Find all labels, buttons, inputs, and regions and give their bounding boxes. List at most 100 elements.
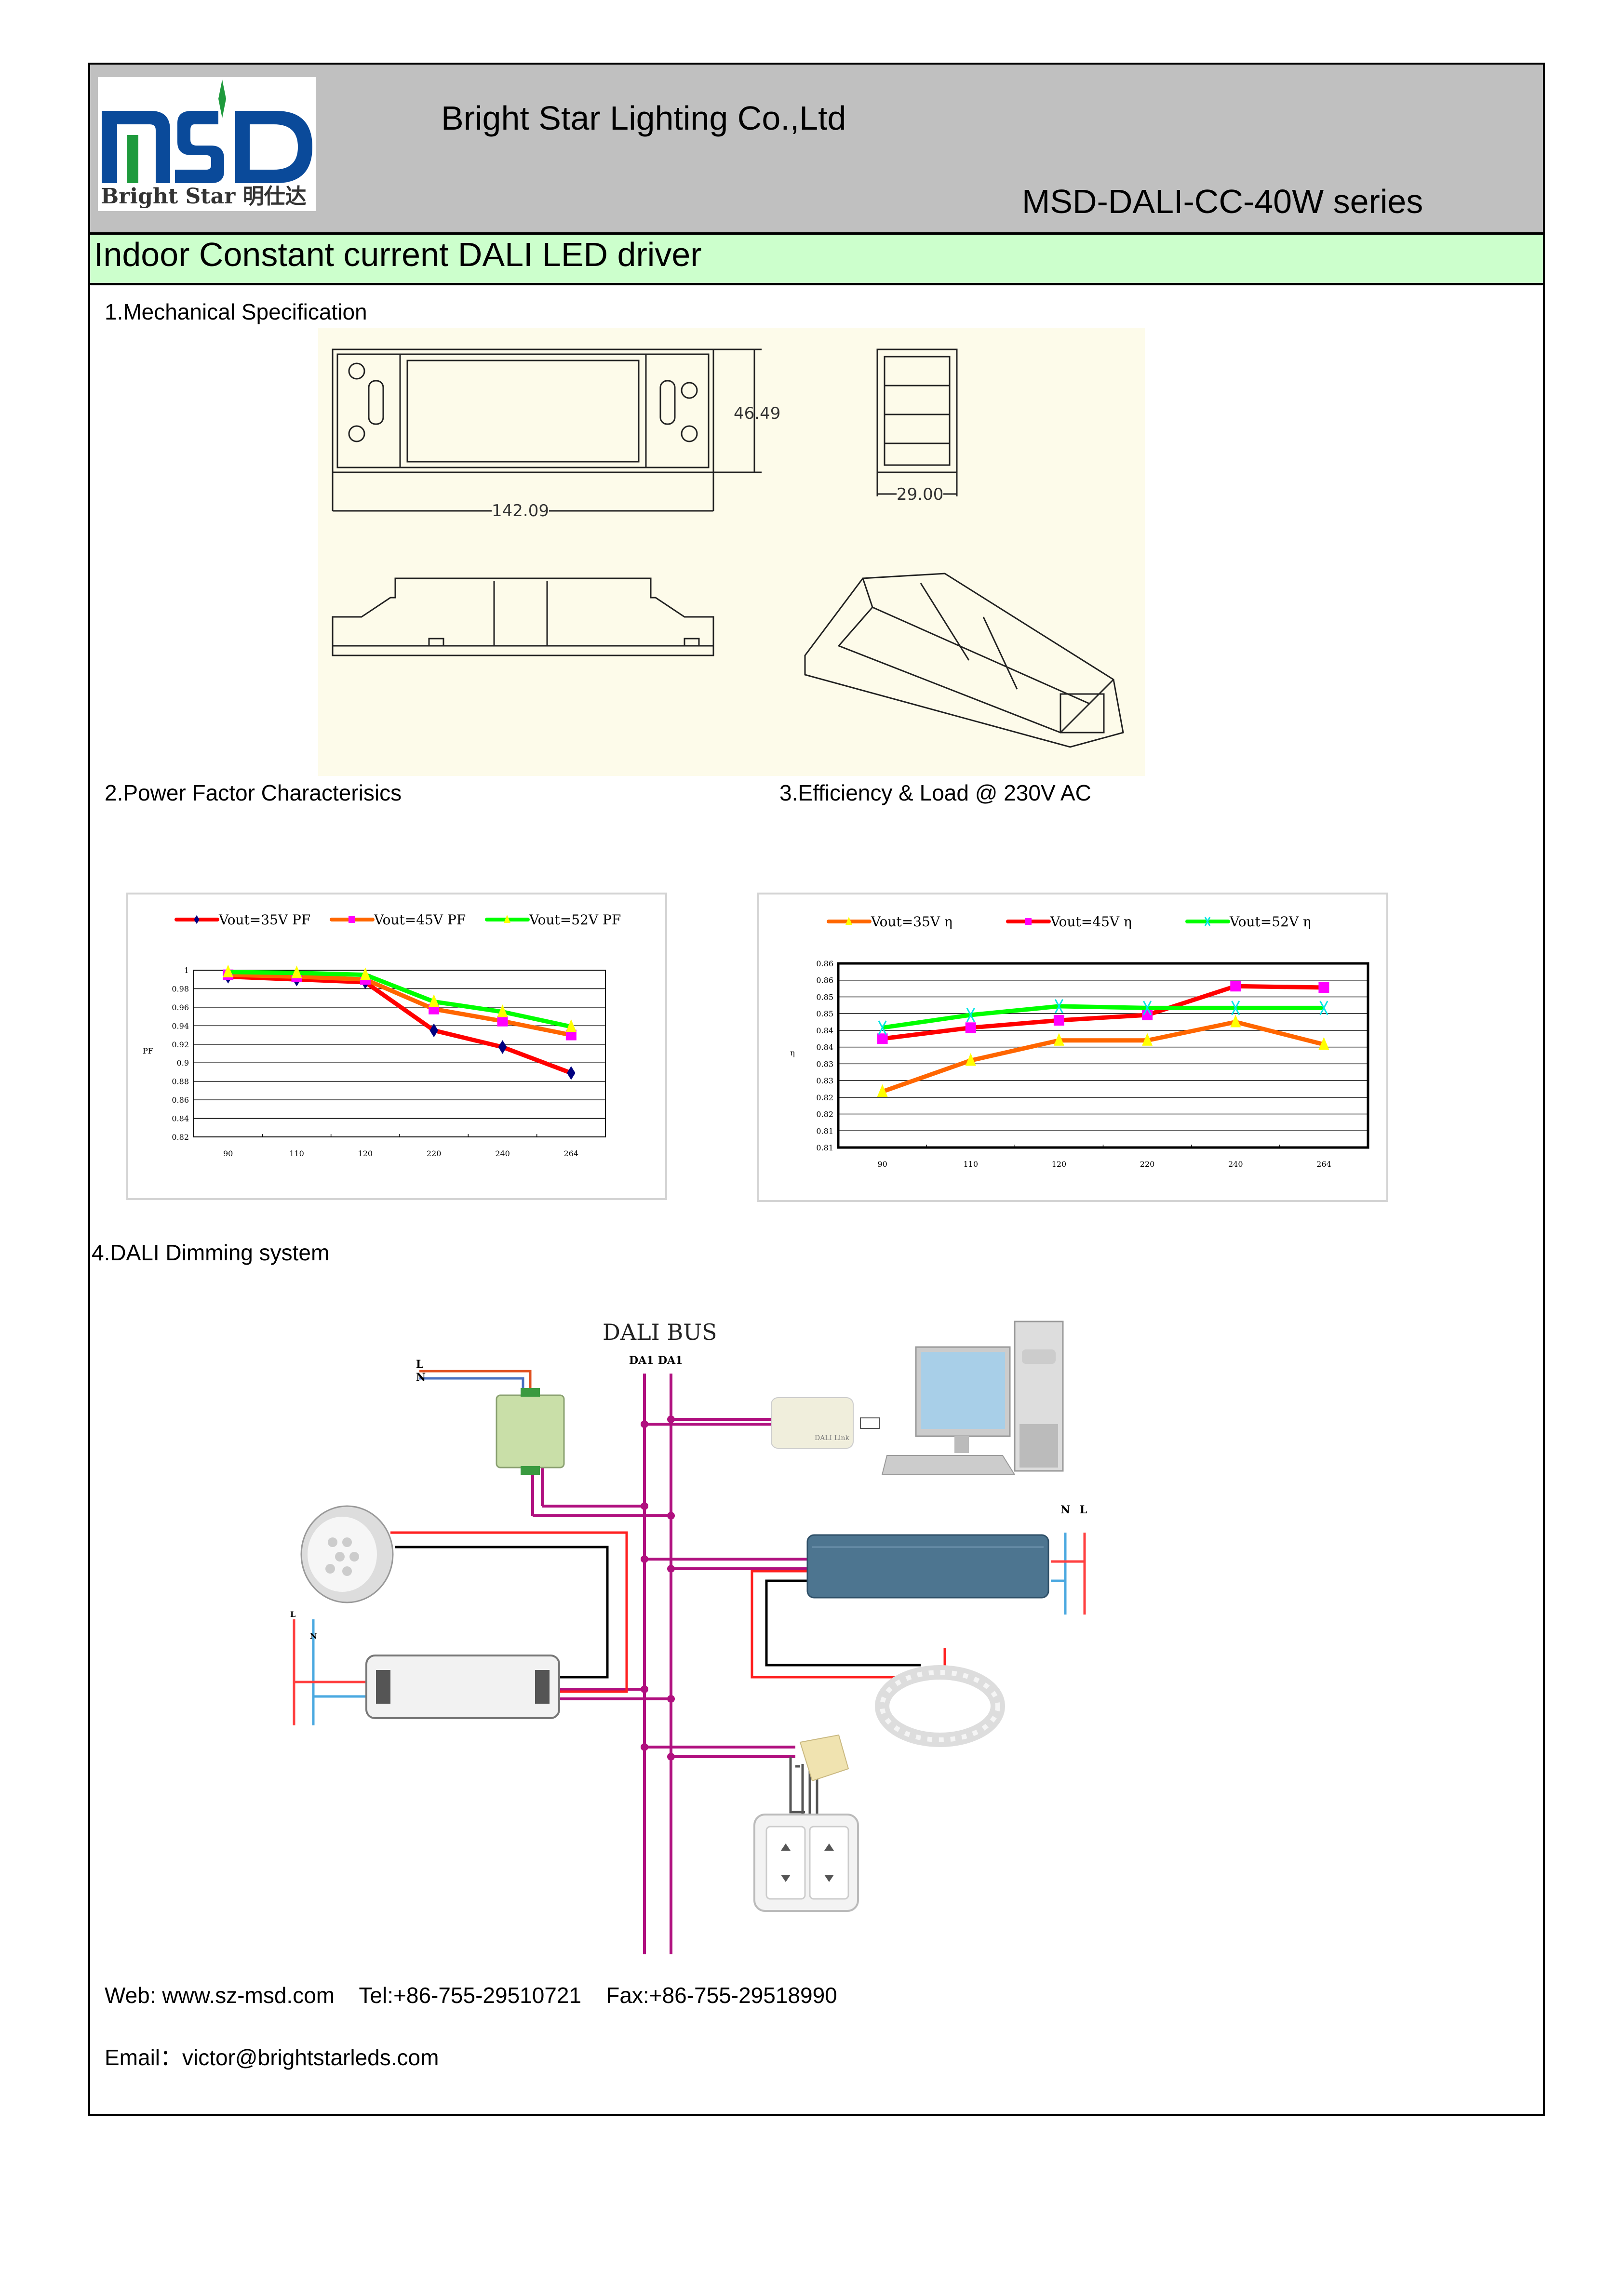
x-tick-label: 90 [223,1149,233,1158]
power-supply-icon [496,1388,565,1475]
data-point [291,965,302,978]
y-axis-label: PF [143,1046,153,1055]
y-tick-label: 0.86 [816,976,833,985]
section-mechanical-heading: 1.Mechanical Specification [105,299,367,324]
svg-text:Bright Star 明仕达: Bright Star 明仕达 [101,184,307,209]
svg-text:DALI Link: DALI Link [815,1434,849,1442]
downlight-icon [300,1505,394,1603]
dali-link-icon: DALI Link [771,1397,880,1449]
data-point-b [1054,999,1063,1014]
legend-marker-b [1204,917,1211,926]
data-point [1318,982,1329,993]
data-point-b [1319,1001,1328,1015]
efficiency-chart-svg: 0.810.810.820.820.830.830.840.840.850.85… [790,914,1369,1169]
y-tick-label: 0.82 [816,1093,833,1102]
data-point [497,1015,508,1027]
data-point [429,994,440,1007]
legend-label: Vout=52V PF [529,912,621,928]
data-point [1230,981,1241,992]
data-point [965,1022,976,1033]
y-tick-label: 1 [184,966,189,975]
da1-right-label: DA1 [658,1354,683,1367]
legend-marker [1025,918,1032,925]
data-point-b [1231,1001,1240,1015]
y-tick-label: 0.84 [816,1043,833,1052]
da1-left-label: DA1 [629,1354,654,1367]
dali-driver-right-icon [806,1534,1049,1599]
footer-web: Web: www.sz-msd.com [105,1983,335,2008]
data-point [1054,999,1063,1014]
data-point [1143,1001,1152,1015]
x-tick-label: 240 [1228,1160,1243,1169]
dali-sensor-icon [799,1734,849,1782]
data-point-b [1143,1001,1152,1015]
y-axis-label: η [790,1048,795,1057]
legend-marker [1204,917,1211,926]
y-tick-label: 0.85 [816,992,833,1001]
x-tick-label: 220 [427,1149,442,1158]
y-tick-label: 0.82 [172,1133,189,1142]
legend-label: Vout=45V η [1050,914,1132,930]
dali-system-diagram: DALI Link [270,1311,1118,1957]
data-point [966,1007,975,1022]
x-tick-label: 240 [495,1149,510,1158]
dali-wiring-diagram: DALI Link [290,1319,1087,1954]
length-dimension: 142.09 [492,501,549,521]
data-point [1319,1001,1328,1015]
footer-email: Email：victor@brightstarleds.com [105,2045,439,2070]
y-tick-label: 0.84 [816,1026,833,1035]
legend-label: Vout=35V η [871,914,952,930]
section-efficiency-heading: 3.Efficiency & Load @ 230V AC [779,780,1091,805]
data-point [497,1004,508,1017]
y-tick-label: 0.83 [816,1076,833,1085]
led-strip-icon [875,1665,1005,1747]
width-dimension: 29.00 [897,485,944,504]
data-point [360,967,371,980]
plot-frame [837,962,1369,1149]
footer-tel: Tel:+86-755-29510721 [359,1983,582,2008]
data-point [1142,1009,1153,1020]
computer-icon [881,1321,1064,1475]
data-point [1053,1015,1064,1026]
series-line [882,1004,1324,1030]
x-tick-label: 110 [289,1149,304,1158]
y-tick-label: 0.94 [172,1021,189,1030]
wall-switch-icon [753,1814,859,1912]
bus-lines [531,1374,807,1954]
section-power-factor-heading: 2.Power Factor Characterisics [105,780,402,805]
data-point [1142,1033,1153,1046]
data-point [1231,1001,1240,1015]
x-tick-label: 120 [358,1149,373,1158]
footer-fax: Fax:+86-755-29518990 [606,1983,837,2008]
y-tick-label: 0.81 [816,1143,833,1152]
x-tick-label: 264 [1316,1160,1331,1169]
page-frame [88,63,1545,2116]
x-tick-label: 220 [1140,1160,1155,1169]
led-driver-left-icon [365,1655,560,1719]
data-point [567,1066,576,1080]
title-band [90,235,1543,285]
product-series: MSD-DALI-CC-40W series [1022,183,1423,220]
company-logo: Bright Star 明仕达 [98,77,316,211]
data-point [878,1020,887,1035]
y-tick-label: 0.9 [177,1058,189,1068]
data-point [965,1053,976,1066]
n-label-left: N [310,1631,317,1641]
msd-logo-icon: Bright Star 明仕达 [101,80,312,209]
legend-marker [194,915,200,924]
junction-dots [641,1415,675,1761]
l-label-left: L [290,1610,295,1619]
legend-marker [349,916,355,923]
x-tick-label: 90 [877,1160,887,1169]
y-tick-label: 0.86 [172,1095,189,1105]
footer-contact-line: Web: www.sz-msd.com Tel:+86-755-29510721… [105,1982,837,2008]
data-point [565,1029,577,1041]
series-line [882,984,1324,1041]
y-tick-label: 0.84 [172,1114,189,1123]
x-tick-label: 110 [963,1160,978,1169]
series-line [882,1020,1325,1094]
legend-label: Vout=52V η [1229,914,1311,930]
y-tick-label: 0.82 [816,1110,833,1119]
